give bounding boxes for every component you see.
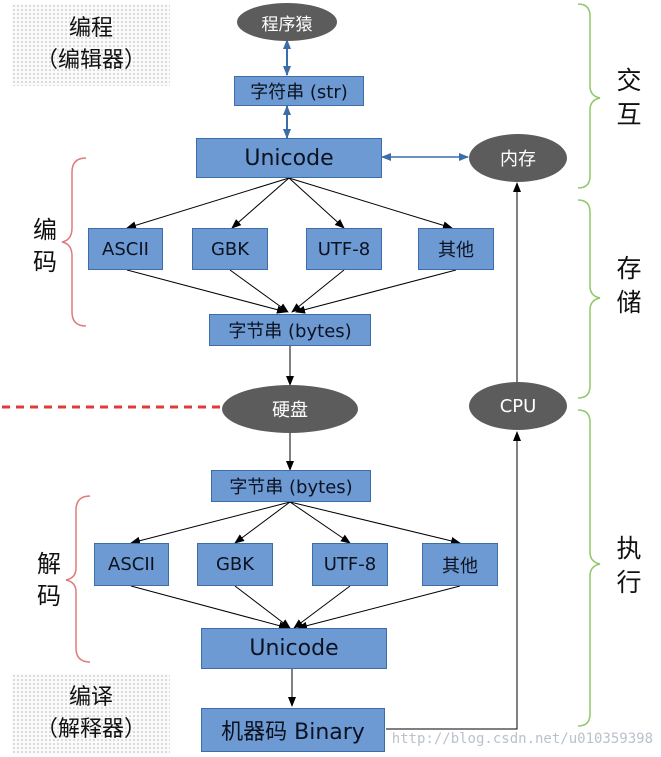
brace-execute bbox=[577, 409, 601, 727]
memory-node: 内存 bbox=[469, 134, 567, 182]
decode-fanout-arrows bbox=[130, 501, 461, 707]
disk-node: 硬盘 bbox=[222, 385, 358, 433]
decode-option-utf8: UTF-8 bbox=[312, 543, 388, 586]
encode-option-other: 其他 bbox=[418, 228, 494, 270]
decode-label: 解 码 bbox=[32, 548, 66, 612]
decode-option-gbk: GBK bbox=[197, 543, 273, 586]
editor-top-line2: （编辑器） bbox=[35, 48, 146, 73]
execute-label: 执 行 bbox=[612, 532, 646, 600]
arrow-machinecode-cpu bbox=[386, 431, 521, 730]
encode-label: 编 码 bbox=[28, 214, 62, 278]
editor-bottom-line1: 编译 bbox=[68, 685, 113, 710]
programmer-node: 程序猿 bbox=[237, 3, 337, 41]
unicode-bottom-node: Unicode bbox=[201, 628, 387, 669]
storage-label: 存 储 bbox=[612, 252, 646, 320]
string-node: 字符串 (str) bbox=[234, 76, 364, 106]
execute-label-char2: 行 bbox=[616, 568, 642, 597]
encode-option-utf8: UTF-8 bbox=[306, 228, 382, 270]
interact-label-char2: 互 bbox=[616, 100, 642, 129]
bytes-bottom-node: 字节串 (bytes) bbox=[211, 470, 371, 502]
editor-top-line1: 编程 bbox=[68, 16, 113, 41]
encode-option-gbk: GBK bbox=[192, 228, 268, 270]
watermark-text: http://blog.csdn.net/u010359398 bbox=[391, 731, 653, 747]
editor-bottom-line2: （解释器） bbox=[35, 717, 146, 742]
editor-label-top: 编程 （编辑器） bbox=[12, 4, 170, 86]
encode-fanout-arrows bbox=[126, 177, 457, 471]
encode-label-char2: 码 bbox=[33, 248, 57, 276]
interact-label: 交 互 bbox=[612, 64, 646, 132]
decode-option-other: 其他 bbox=[422, 543, 498, 586]
storage-label-char1: 存 bbox=[616, 254, 642, 283]
machine-code-node: 机器码 Binary bbox=[201, 708, 385, 752]
brace-encode bbox=[61, 157, 87, 327]
encode-option-ascii: ASCII bbox=[88, 228, 163, 270]
encode-label-char1: 编 bbox=[33, 216, 57, 244]
brace-decode bbox=[65, 495, 91, 663]
unicode-top-node: Unicode bbox=[196, 138, 382, 178]
storage-label-char2: 储 bbox=[616, 288, 642, 317]
cpu-node: CPU bbox=[469, 382, 567, 430]
decode-option-ascii: ASCII bbox=[94, 543, 169, 586]
decode-label-char1: 解 bbox=[37, 550, 61, 578]
brace-storage bbox=[577, 199, 601, 399]
execute-label-char1: 执 bbox=[616, 534, 642, 563]
bytes-top-node: 字节串 (bytes) bbox=[209, 314, 371, 346]
decode-label-char2: 码 bbox=[37, 582, 61, 610]
interact-label-char1: 交 bbox=[616, 66, 642, 95]
brace-interact bbox=[577, 3, 601, 189]
editor-label-bottom: 编译 （解释器） bbox=[12, 674, 170, 754]
